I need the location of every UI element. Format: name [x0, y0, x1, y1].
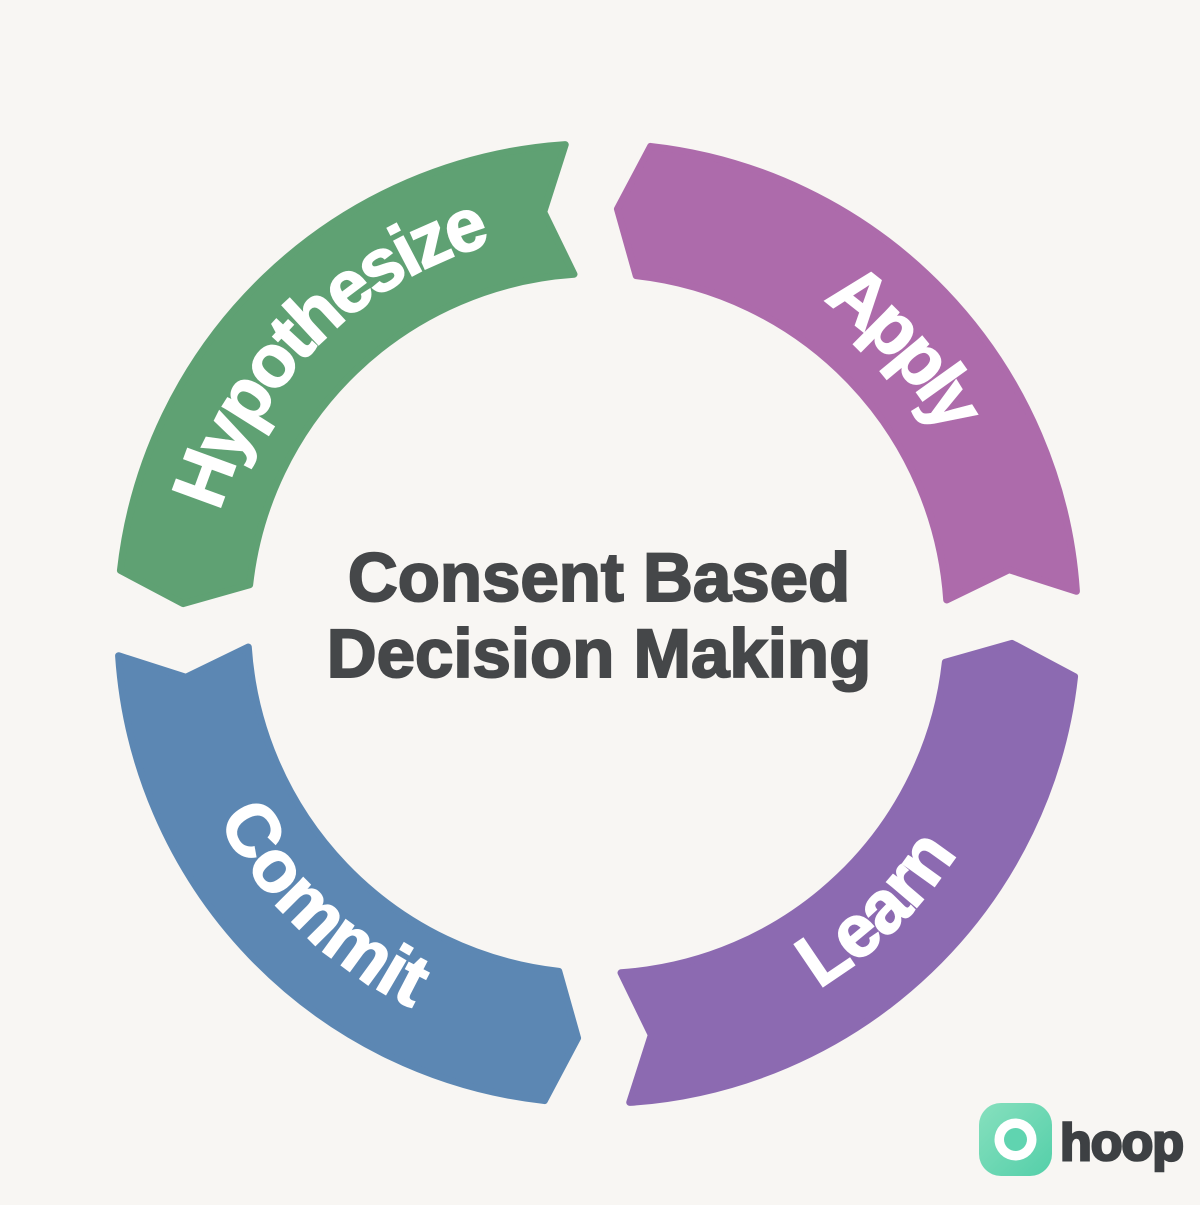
svg-text:Consent Based: Consent Based [348, 539, 850, 616]
svg-text:hoop: hoop [1060, 1114, 1183, 1172]
svg-text:Decision Making: Decision Making [327, 615, 871, 692]
